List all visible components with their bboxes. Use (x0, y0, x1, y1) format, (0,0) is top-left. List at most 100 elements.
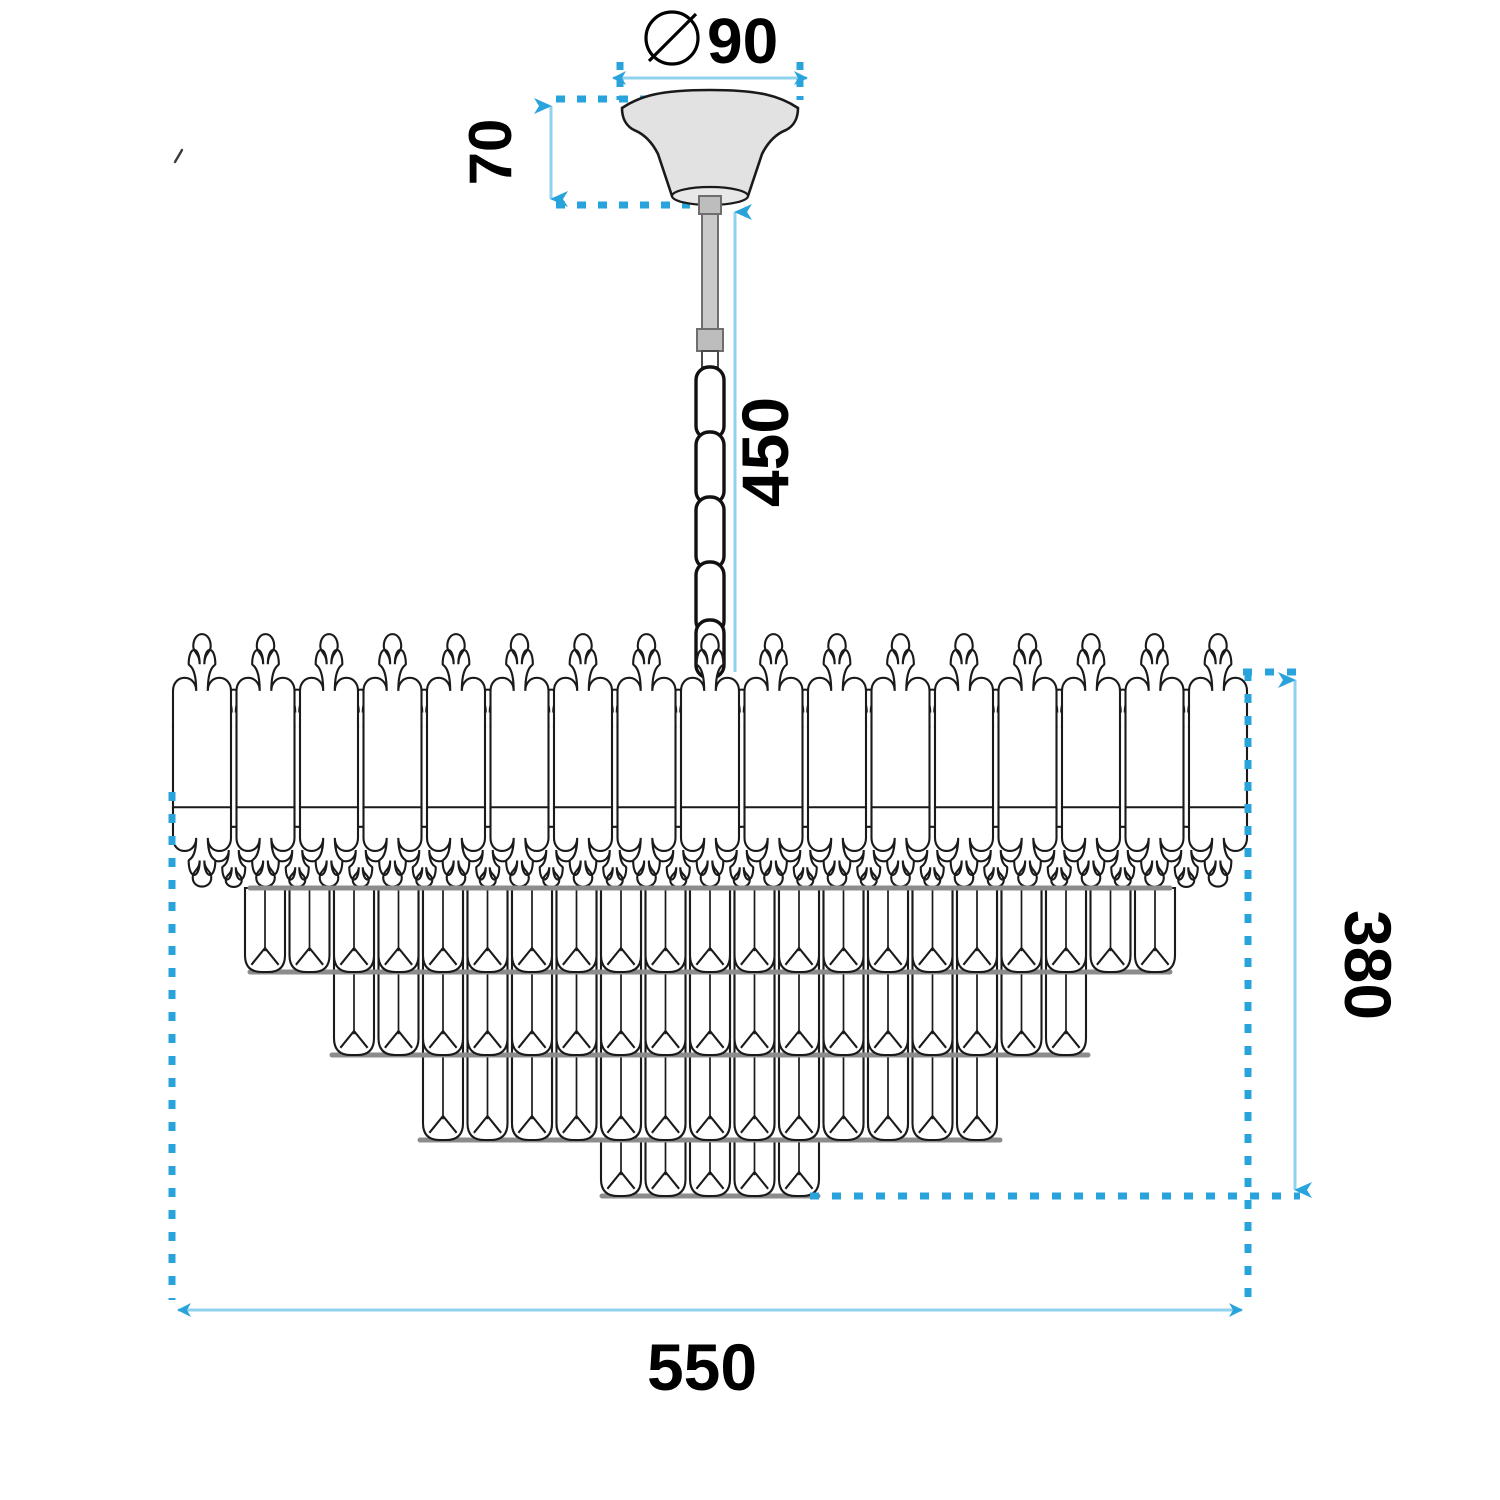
crystal-body-fill (173, 725, 231, 810)
canopy-diameter-label: 90 (707, 5, 778, 77)
stem-collar-bottom (696, 328, 724, 352)
crystal-crown-top (616, 633, 677, 729)
crystal-rod (1089, 886, 1132, 974)
rod-v-notch (829, 1114, 858, 1134)
rod-v-notch (339, 1029, 369, 1049)
chain-link-2 (694, 430, 726, 506)
crystal-scalloped (298, 633, 360, 888)
rod-v-notch (428, 946, 458, 966)
crystal-scalloped (806, 633, 868, 888)
rod-v-notch (1051, 1029, 1081, 1049)
rod-v-notch (562, 1029, 591, 1049)
rod-v-notch (428, 1029, 458, 1049)
crystal-body-fill (554, 725, 612, 810)
crystal-body-fill (681, 725, 739, 810)
stem-link-eye (701, 350, 719, 368)
chain-link-3 (694, 495, 726, 571)
rod-v-notch (1140, 946, 1170, 966)
crystal-rod (599, 1138, 643, 1198)
crystal-body-fill (617, 725, 676, 810)
rod-v-notch (873, 1029, 903, 1049)
canopy-height-label: 70 (457, 119, 524, 186)
crystal-rod (243, 886, 287, 974)
crystal-rod (332, 886, 376, 974)
crystal-rod (1044, 886, 1088, 974)
rod-v-notch (606, 1170, 636, 1190)
crystal-scalloped (616, 633, 677, 888)
chain-link-1 (694, 365, 726, 441)
canopy-height-dimension (534, 95, 690, 209)
crystal-body-fill (1125, 725, 1184, 810)
crystal-body-fill (1062, 725, 1120, 810)
canopy-body (620, 88, 800, 198)
crystal-rod (911, 886, 954, 974)
crystal-crown-top (806, 633, 868, 729)
crystal-scalloped (171, 633, 233, 888)
crystal-rod (377, 886, 420, 974)
stem-tube (701, 213, 719, 330)
rod-v-notch (651, 1114, 680, 1134)
rod-v-notch (651, 1170, 680, 1190)
rod-v-notch (784, 1029, 814, 1049)
crystal-scalloped (362, 633, 423, 888)
crystal-rod (733, 886, 776, 974)
crystal-crown-top (997, 633, 1058, 729)
rod-v-notch (918, 1114, 947, 1134)
crystal-rod (777, 1138, 821, 1198)
crystal-body-fill (236, 725, 295, 810)
rod-v-notch (918, 1029, 947, 1049)
crystal-crown-top (235, 633, 296, 729)
crystal-body-fill (427, 725, 485, 810)
canopy-diameter-dimension (612, 62, 808, 100)
tier-7 (599, 1138, 821, 1199)
tier-3 (243, 886, 1177, 975)
crystal-body-fill (1189, 725, 1247, 810)
crystal-body-fill (998, 725, 1057, 810)
crystal-body-fill (871, 725, 930, 810)
crystal-body-fill (935, 725, 993, 810)
crystal-scalloped (679, 633, 741, 888)
rod-v-notch (695, 1170, 725, 1190)
body-height-label: 380 (1331, 910, 1405, 1020)
crystal-crown-top (552, 633, 614, 729)
overall-width-dimension (168, 672, 1300, 1317)
rod-v-notch (651, 1029, 680, 1049)
rod-v-notch (428, 1114, 458, 1134)
body-height-dimension (1243, 668, 1312, 1198)
suspension-length-label: 450 (728, 397, 802, 507)
crystal-scalloped (1060, 633, 1122, 888)
crystal-crown-top (1187, 633, 1249, 729)
rod-v-notch (517, 1029, 547, 1049)
crystal-crown-bottom (171, 806, 233, 888)
canopy-diameter-symbol-group (644, 10, 700, 66)
rod-v-notch (562, 946, 591, 966)
crystal-rod (688, 1138, 732, 1198)
rod-v-notch (473, 1114, 502, 1134)
crystal-rod (288, 886, 331, 974)
crystal-scalloped (1124, 633, 1185, 888)
stem-collar-top (698, 195, 722, 215)
crystal-scalloped (870, 633, 931, 888)
crystal-rod (510, 886, 554, 974)
crystal-rod (866, 886, 910, 974)
crystal-crown-top (679, 633, 741, 729)
rod-v-notch (606, 1114, 636, 1134)
rod-v-notch (740, 1114, 769, 1134)
rod-v-notch (740, 1029, 769, 1049)
rod-v-notch (339, 946, 369, 966)
rod-v-notch (473, 946, 502, 966)
crystal-scalloped (552, 633, 614, 888)
crystal-crown-top (362, 633, 423, 729)
rod-v-notch (562, 1114, 591, 1134)
rod-v-notch (1007, 1029, 1036, 1049)
rod-v-notch (695, 1114, 725, 1134)
tier-1-crown (171, 633, 1249, 891)
rod-v-notch (651, 946, 680, 966)
crystal-crown-top (933, 633, 995, 729)
rod-v-notch (829, 1029, 858, 1049)
rod-v-notch (695, 946, 725, 966)
crystal-scalloped (489, 633, 550, 888)
crystal-scalloped (933, 633, 995, 888)
crystal-rod (421, 886, 465, 974)
diameter-circle-icon (644, 10, 700, 66)
